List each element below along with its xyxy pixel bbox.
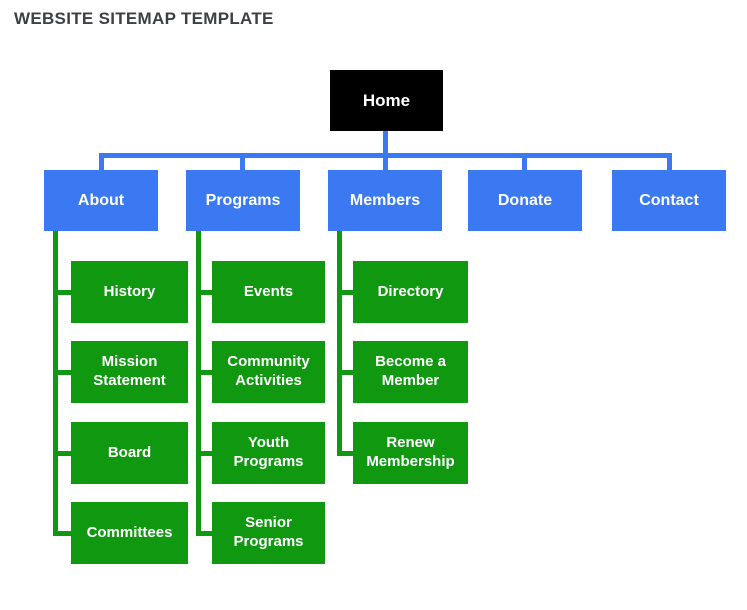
connector-drop-contact [667,153,672,170]
connector-drop-members [383,153,388,170]
connector-stub-renew-membership [337,451,353,456]
connector-rail-about-children [53,231,58,536]
connector-stub-directory [337,290,353,295]
node-history: History [71,261,188,323]
node-programs: Programs [186,170,300,231]
connector-drop-programs [240,153,245,170]
connector-rail-programs-children [196,231,201,536]
connector-stub-events [196,290,212,295]
connector-stub-history [53,290,71,295]
node-events: Events [212,261,325,323]
node-board: Board [71,422,188,484]
connector-stub-committees [53,531,71,536]
node-members: Members [328,170,442,231]
connector-stub-senior-programs [196,531,212,536]
node-donate: Donate [468,170,582,231]
node-about: About [44,170,158,231]
node-become-a-member: Become a Member [353,341,468,403]
connector-stub-youth-programs [196,451,212,456]
connector-home-stem [383,131,388,158]
connector-stub-become-a-member [337,370,353,375]
node-community-activities: Community Activities [212,341,325,403]
node-senior-programs: Senior Programs [212,502,325,564]
node-committees: Committees [71,502,188,564]
connector-drop-donate [522,153,527,170]
connector-stub-mission-statement [53,370,71,375]
connector-stub-community-activities [196,370,212,375]
connector-drop-about [99,153,104,170]
connector-rail-members-children [337,231,342,456]
node-home: Home [330,70,443,131]
node-mission-statement: Mission Statement [71,341,188,403]
connector-stub-board [53,451,71,456]
node-renew-membership: Renew Membership [353,422,468,484]
node-youth-programs: Youth Programs [212,422,325,484]
page-title: WEBSITE SITEMAP TEMPLATE [14,9,274,28]
node-contact: Contact [612,170,726,231]
node-directory: Directory [353,261,468,323]
